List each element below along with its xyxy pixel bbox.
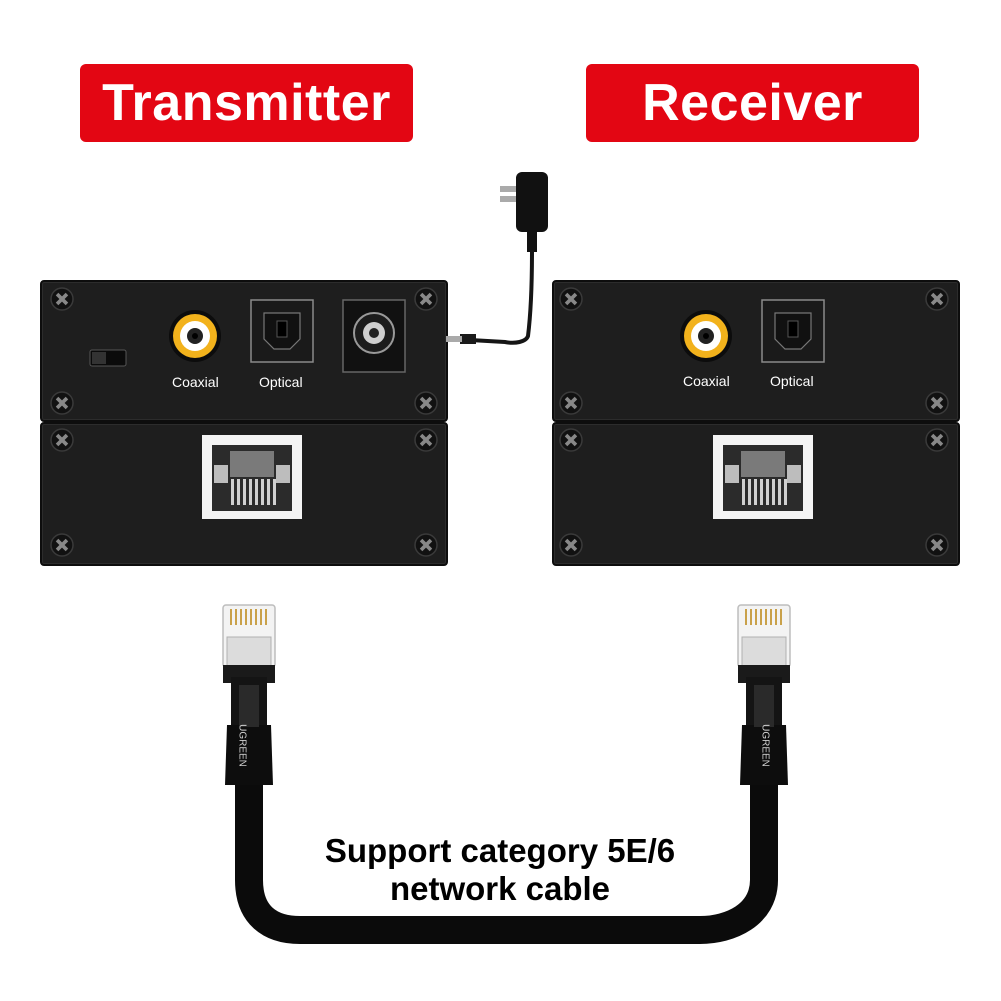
cable-brand-left: UGREEN	[236, 724, 248, 767]
cable-caption: Support category 5E/6 network cable	[250, 832, 750, 908]
transmitter-coaxial-label: Coaxial	[172, 374, 219, 390]
cable-brand-right: UGREEN	[759, 724, 771, 767]
transmitter-optical-label: Optical	[259, 374, 303, 390]
receiver-top-panel	[552, 280, 960, 422]
receiver-coaxial-label: Coaxial	[683, 373, 730, 389]
receiver-optical-label: Optical	[770, 373, 814, 389]
caption-line-1: Support category 5E/6	[324, 832, 676, 869]
receiver-title: Receiver	[586, 64, 919, 142]
transmitter-title: Transmitter	[80, 64, 413, 142]
network-cable	[235, 751, 778, 944]
caption-line-2: network cable	[389, 870, 611, 907]
